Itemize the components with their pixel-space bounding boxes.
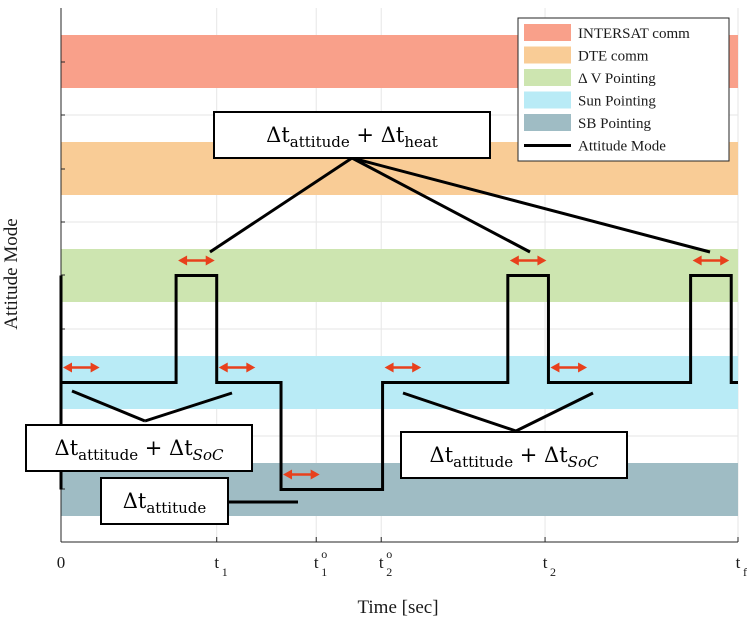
duration-arrow-head xyxy=(63,362,72,373)
x-tick-label: t xyxy=(379,553,384,572)
x-tick-label: t xyxy=(314,553,319,572)
duration-arrow xyxy=(218,362,256,373)
x-tick-label: 0 xyxy=(57,553,66,572)
duration-arrow-head xyxy=(90,362,100,373)
x-tick-label: t xyxy=(736,553,741,572)
connector-line xyxy=(71,389,146,423)
duration-arrow xyxy=(692,255,730,266)
x-axis-label: Time [sec] xyxy=(357,597,438,618)
duration-arrow-head xyxy=(310,469,320,480)
connector-line xyxy=(515,391,594,433)
duration-arrow-head xyxy=(537,255,547,266)
annotation-att: Δtattitude xyxy=(100,477,229,525)
annotation-box xyxy=(100,477,229,525)
duration-arrow xyxy=(550,362,588,373)
duration-arrow xyxy=(384,362,422,373)
x-tick-label-subscript: 1 xyxy=(222,565,228,579)
legend-label: Δ V Pointing xyxy=(578,71,656,87)
duration-arrow-head xyxy=(412,362,422,373)
annotation-text: Δtattitude xyxy=(123,489,207,517)
duration-arrow-head xyxy=(218,362,228,373)
annotation-text: Δtattitude + ΔtSoC xyxy=(55,436,224,464)
y-axis-label: Attitude Mode xyxy=(1,218,22,329)
legend-label: INTERSAT comm xyxy=(578,26,690,42)
legend-swatch xyxy=(524,91,571,109)
x-tick-label-subscript: 2 xyxy=(386,565,392,579)
x-tick-label: t xyxy=(214,553,219,572)
x-tick-label: t xyxy=(543,553,548,572)
legend-swatch xyxy=(524,46,571,64)
x-tick-label-subscript: 1 xyxy=(321,565,327,579)
connector-line xyxy=(402,391,517,433)
duration-arrow-head xyxy=(384,362,394,373)
x-tick-label-subscript: f xyxy=(743,565,747,579)
duration-arrow xyxy=(178,255,215,266)
duration-arrow-head xyxy=(246,362,256,373)
duration-arrow xyxy=(63,362,100,373)
legend-box xyxy=(517,17,730,162)
annotation-box xyxy=(213,111,491,159)
annotation-heat: Δtattitude + Δtheat xyxy=(213,111,491,159)
annotation-box xyxy=(25,424,253,472)
duration-arrow-head xyxy=(550,362,560,373)
legend-label: Sun Pointing xyxy=(578,94,656,110)
duration-arrow-head xyxy=(283,469,293,480)
x-tick-label-subscript: 2 xyxy=(550,565,556,579)
connector-line xyxy=(144,391,233,423)
annotation-soc-left: Δtattitude + ΔtSoC xyxy=(25,424,253,472)
duration-arrow-head xyxy=(720,255,730,266)
duration-arrow xyxy=(283,469,320,480)
duration-arrow xyxy=(509,255,547,266)
duration-arrow-head xyxy=(578,362,588,373)
annotation-text: Δtattitude + Δtheat xyxy=(266,123,438,151)
duration-arrows xyxy=(63,255,730,480)
legend-swatch xyxy=(524,24,571,41)
annotation-connectors xyxy=(71,156,711,504)
x-tick-label-superscript: o xyxy=(321,547,327,561)
duration-arrow-head xyxy=(692,255,702,266)
connector-line xyxy=(209,156,353,254)
annotation-soc-right: Δtattitude + ΔtSoC xyxy=(400,431,628,479)
legend-label: SB Pointing xyxy=(578,116,651,132)
duration-arrow-head xyxy=(178,255,188,266)
legend-swatch xyxy=(524,114,571,131)
connector-line xyxy=(351,156,531,254)
duration-arrow-head xyxy=(205,255,215,266)
annotation-box xyxy=(400,431,628,479)
annotation-text: Δtattitude + ΔtSoC xyxy=(430,443,599,471)
legend-swatch xyxy=(524,69,571,86)
legend-label: Attitude Mode xyxy=(578,139,666,155)
legend-label: DTE comm xyxy=(578,49,649,65)
band--v-pointing xyxy=(61,249,738,302)
x-tick-label-superscript: o xyxy=(386,547,392,561)
connector-line xyxy=(351,156,711,254)
attitude-mode-line xyxy=(61,274,738,491)
duration-arrow-head xyxy=(509,255,519,266)
